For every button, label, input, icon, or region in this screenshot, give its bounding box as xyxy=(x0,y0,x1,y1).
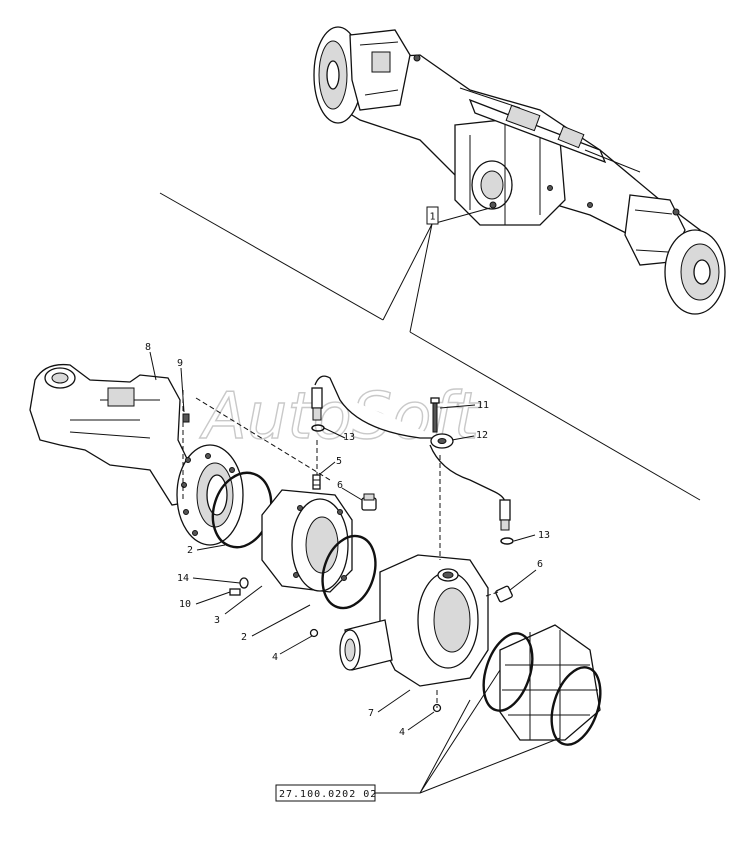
callout-4-upper: 4 xyxy=(272,652,278,663)
reference-code-label: 27.100.0202 02 xyxy=(279,789,377,800)
assembly-leader-lines xyxy=(382,207,491,333)
section-line-right xyxy=(409,331,701,501)
callout-12: 12 xyxy=(476,430,488,441)
part-carrier-ring xyxy=(261,489,353,593)
part-knuckle-housing xyxy=(339,554,489,687)
callout-6-lower: 6 xyxy=(537,559,543,570)
callout-leaders xyxy=(149,351,561,794)
part-o-ring-middle xyxy=(321,534,377,610)
part-axle-housing-beam xyxy=(29,363,201,506)
assembly-dashed-lines xyxy=(182,390,499,708)
section-line-left xyxy=(159,192,384,321)
part-bolt-9 xyxy=(182,413,190,423)
callout-11: 11 xyxy=(477,400,489,411)
callout-2-lower: 2 xyxy=(241,632,247,643)
callout-6-upper: 6 xyxy=(337,480,343,491)
reference-code-box: 27.100.0202 02 xyxy=(275,784,377,802)
assembly-callout-label: 1 xyxy=(430,212,436,223)
part-plug-lower xyxy=(495,585,513,603)
callout-5: 5 xyxy=(336,456,342,467)
callout-14: 14 xyxy=(177,573,189,584)
callout-labels: 8 9 5 6 11 12 13 13 2 14 10 3 2 4 6 7 4 xyxy=(145,342,550,738)
part-screw-10 xyxy=(229,588,241,596)
part-housing-flange xyxy=(176,444,244,546)
callout-8: 8 xyxy=(145,342,151,353)
callout-3: 3 xyxy=(214,615,220,626)
callout-7: 7 xyxy=(368,708,374,719)
callout-9: 9 xyxy=(177,358,183,369)
axle-assembly-illustration xyxy=(313,26,726,315)
part-o-ring-hub-left xyxy=(482,632,534,712)
part-washer-14 xyxy=(239,577,249,589)
assembly-callout-box: 1 xyxy=(426,206,439,225)
callout-13-upper: 13 xyxy=(343,432,355,443)
part-grease-fitting xyxy=(312,474,321,490)
callout-10: 10 xyxy=(179,599,191,610)
part-hub-assembly xyxy=(482,624,602,746)
part-brake-line xyxy=(311,375,514,545)
part-o-ring-hub-right xyxy=(550,666,602,746)
callout-4-lower: 4 xyxy=(399,727,405,738)
part-pin-upper xyxy=(309,628,319,638)
callout-2-upper: 2 xyxy=(187,545,193,556)
callout-13-lower: 13 xyxy=(538,530,550,541)
part-plug-upper xyxy=(361,493,377,511)
